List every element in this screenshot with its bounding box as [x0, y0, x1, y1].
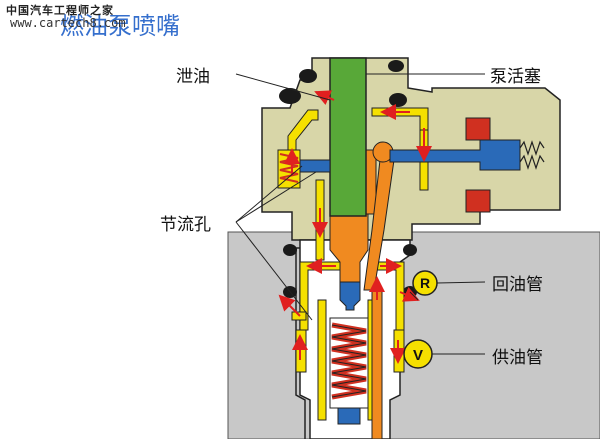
leader-lines	[235, 73, 486, 355]
supply-gauge-letter: V	[413, 347, 423, 364]
watermark-heading: 燃油泵喷嘴	[60, 12, 180, 40]
high-pressure-chamber	[329, 149, 395, 440]
orifice-label: 节流孔	[160, 215, 211, 235]
supply-line-label: 供油管	[492, 348, 543, 368]
engine-block	[227, 231, 600, 440]
plunger-label: 泵活塞	[490, 67, 541, 87]
watermark-site-name: 中国汽车工程师之家	[6, 4, 114, 17]
nozzle-needle	[329, 281, 369, 425]
supply-line-gauge: V	[403, 339, 433, 369]
flow-arrows	[278, 90, 432, 364]
drain-label: 泄油	[176, 67, 210, 87]
orifice-spring	[277, 149, 301, 189]
solenoid-valve	[299, 117, 545, 213]
watermark-url: www.cartech8.com	[10, 16, 126, 30]
pump-plunger	[329, 57, 367, 217]
return-line-label: 回油管	[492, 275, 543, 295]
return-gauge-letter: R	[420, 275, 430, 291]
